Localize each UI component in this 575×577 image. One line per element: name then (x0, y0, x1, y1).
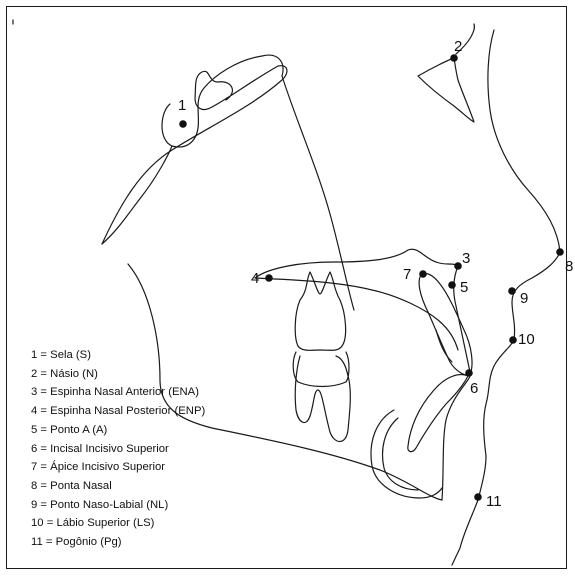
legend-item: 5 = Ponto A (A) (31, 421, 205, 440)
landmark-labels: 1 2 3 4 5 6 7 8 9 10 11 (178, 38, 573, 510)
landmark-label-3: 3 (462, 250, 470, 267)
legend-item: 8 = Ponta Nasal (31, 477, 205, 496)
legend-item: 6 = Incisal Incisivo Superior (31, 440, 205, 459)
anterior-cranial-base (102, 66, 287, 244)
landmark-point-6 (465, 369, 473, 377)
landmark-label-8: 8 (565, 258, 573, 275)
landmark-point-5 (448, 281, 456, 289)
soft-tissue-lip (484, 340, 514, 456)
landmark-label-5: 5 (460, 279, 468, 296)
hard-palate-lower (255, 278, 458, 350)
upper-molar-crown (293, 352, 349, 387)
legend-item: 1 = Sela (S) (31, 346, 205, 365)
clivus (102, 146, 172, 244)
landmark-point-10 (509, 336, 517, 344)
posterior-cranial-line (282, 76, 354, 310)
lower-molar (295, 356, 350, 442)
nasal-bone (418, 58, 474, 122)
soft-tissue-chin (452, 456, 486, 565)
landmark-point-1 (179, 120, 187, 128)
landmark-label-1: 1 (178, 97, 186, 114)
landmark-point-11 (474, 493, 482, 501)
landmark-points (179, 54, 564, 501)
legend-item: 10 = Lábio Superior (LS) (31, 514, 205, 533)
legend-item: 9 = Ponto Naso-Labial (NL) (31, 496, 205, 515)
landmark-point-2 (450, 54, 458, 62)
landmark-label-4: 4 (251, 270, 259, 287)
landmark-label-11: 11 (486, 493, 502, 510)
landmark-label-2: 2 (454, 38, 462, 55)
landmark-point-3 (454, 262, 462, 270)
landmark-point-9 (508, 287, 516, 295)
landmark-label-9: 9 (520, 290, 528, 307)
landmark-point-8 (556, 248, 564, 256)
landmark-point-4 (265, 274, 273, 282)
legend-item: 3 = Espinha Nasal Anterior (ENA) (31, 383, 205, 402)
mandible-lower (442, 376, 470, 500)
legend-item: 2 = Násio (N) (31, 365, 205, 384)
landmark-label-7: 7 (403, 266, 411, 283)
landmark-label-6: 6 (470, 380, 478, 397)
legend-item: 7 = Ápice Incisivo Superior (31, 458, 205, 477)
landmark-point-7 (419, 270, 427, 278)
legend-item: 4 = Espinha Nasal Posterior (ENP) (31, 402, 205, 421)
lower-incisor (408, 375, 468, 452)
landmark-label-10: 10 (518, 331, 535, 348)
soft-tissue-forehead (488, 30, 560, 252)
legend-item: 11 = Pogônio (Pg) (31, 533, 205, 552)
landmark-legend: 1 = Sela (S) 2 = Násio (N) 3 = Espinha N… (31, 346, 205, 552)
